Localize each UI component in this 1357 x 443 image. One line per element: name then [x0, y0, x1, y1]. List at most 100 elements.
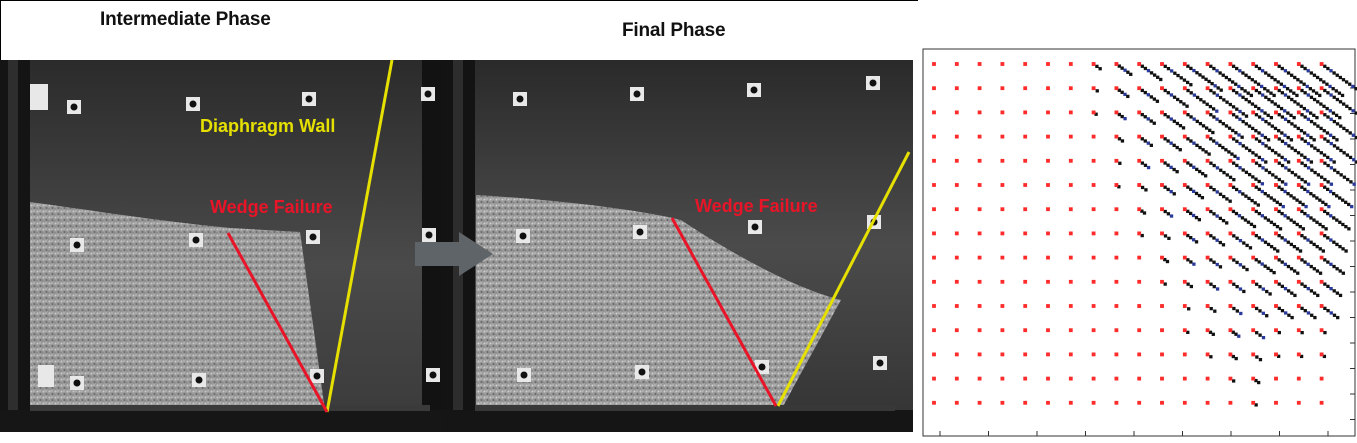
- trail-marker: [1281, 204, 1285, 209]
- trail-marker: [1274, 175, 1278, 179]
- trail-marker: [1277, 88, 1281, 93]
- grid-marker: [954, 158, 959, 163]
- grid-marker: [1023, 183, 1028, 187]
- grid-marker: [1000, 255, 1005, 260]
- trail-marker: [1234, 187, 1239, 192]
- trail-marker: [1324, 227, 1328, 231]
- trail-marker: [1187, 307, 1191, 311]
- trail-marker: [1258, 333, 1262, 337]
- trail-marker: [1173, 71, 1177, 75]
- grid-marker: [1319, 231, 1324, 236]
- grid-marker: [1137, 376, 1142, 381]
- grid-marker: [1274, 304, 1278, 308]
- grid-marker: [954, 110, 959, 115]
- grid-marker: [1182, 183, 1187, 187]
- trail-marker: [1260, 109, 1264, 113]
- trail-marker: [1244, 97, 1248, 102]
- grid-marker: [1091, 304, 1096, 308]
- trail-marker: [1315, 196, 1319, 200]
- trail-marker: [1316, 293, 1320, 298]
- trail-marker: [1218, 240, 1222, 245]
- trail-marker: [1295, 222, 1299, 227]
- grid-marker: [1319, 86, 1324, 91]
- trail-marker: [1254, 282, 1259, 286]
- grid-marker: [1228, 304, 1233, 308]
- trail-marker: [1247, 100, 1251, 104]
- trail-marker: [1212, 284, 1216, 289]
- trail-marker: [1246, 91, 1250, 95]
- trail-marker: [1179, 100, 1183, 104]
- trail-marker: [1336, 146, 1340, 150]
- trail-marker: [1277, 330, 1281, 335]
- grid-marker: [1091, 279, 1096, 284]
- trail-marker: [1267, 146, 1271, 150]
- trail-marker: [1238, 166, 1242, 170]
- trail-marker: [1152, 121, 1156, 125]
- trail-marker: [1332, 264, 1336, 269]
- trail-marker: [1326, 236, 1330, 240]
- grid-marker: [1319, 183, 1324, 187]
- trail-marker: [1295, 198, 1299, 202]
- grid-marker: [1114, 376, 1119, 381]
- trail-marker: [1227, 78, 1232, 82]
- trail-marker: [1348, 131, 1352, 135]
- grid-marker: [954, 376, 959, 381]
- trail-marker: [1326, 66, 1330, 71]
- trail-marker: [1218, 119, 1222, 124]
- trail-marker: [1287, 313, 1291, 317]
- trail-marker: [1166, 66, 1171, 71]
- trail-marker: [1306, 69, 1310, 73]
- trail-marker: [1185, 104, 1189, 108]
- trail-marker: [1292, 220, 1296, 224]
- trail-marker: [1283, 69, 1288, 73]
- grid-marker: [1205, 304, 1210, 308]
- trail-marker: [1303, 236, 1307, 240]
- trail-marker: [1250, 78, 1254, 82]
- trail-marker: [1306, 141, 1311, 146]
- trail-marker: [1189, 91, 1193, 95]
- trail-marker: [1215, 238, 1219, 242]
- trail-marker: [1276, 104, 1281, 108]
- trail-marker: [1293, 148, 1297, 153]
- grid-marker: [1274, 400, 1278, 405]
- trail-marker: [1238, 287, 1243, 291]
- grid-marker: [1274, 255, 1278, 260]
- grid-marker: [1296, 304, 1301, 308]
- grid-marker: [1160, 255, 1164, 260]
- grid-marker: [1182, 110, 1187, 115]
- trail-marker: [1280, 115, 1285, 119]
- trail-marker: [1143, 139, 1147, 143]
- trail-marker: [1309, 95, 1314, 99]
- grid-marker: [1296, 376, 1301, 381]
- trail-marker: [1222, 194, 1226, 199]
- trail-marker: [1186, 113, 1190, 117]
- trail-marker: [1221, 243, 1226, 247]
- grid-marker: [1068, 328, 1073, 333]
- grid-marker: [1000, 134, 1005, 139]
- trail-marker: [1339, 173, 1343, 177]
- displacement-field-svg: [922, 48, 1357, 437]
- grid-marker: [1114, 400, 1119, 405]
- trail-marker: [1308, 87, 1313, 91]
- trail-marker: [1225, 221, 1229, 225]
- trail-marker: [1169, 69, 1174, 73]
- trail-marker: [1140, 209, 1144, 213]
- trail-marker: [1238, 117, 1242, 121]
- trail-marker: [1260, 69, 1265, 73]
- trail-marker: [1235, 66, 1239, 71]
- trail-marker: [1289, 242, 1293, 247]
- trail-marker: [1283, 93, 1288, 97]
- trail-marker: [1326, 187, 1330, 192]
- trail-marker: [1178, 148, 1182, 152]
- trail-marker: [1118, 161, 1122, 165]
- trail-marker: [1277, 153, 1281, 157]
- trail-marker: [1312, 97, 1317, 102]
- grid-marker: [1000, 231, 1005, 236]
- trail-marker: [1213, 84, 1217, 88]
- grid-marker: [1068, 231, 1073, 236]
- grid-marker: [1000, 328, 1005, 333]
- trail-marker: [1306, 158, 1310, 162]
- trail-marker: [1277, 258, 1281, 262]
- trail-marker: [1211, 107, 1216, 111]
- trail-marker: [1332, 216, 1336, 220]
